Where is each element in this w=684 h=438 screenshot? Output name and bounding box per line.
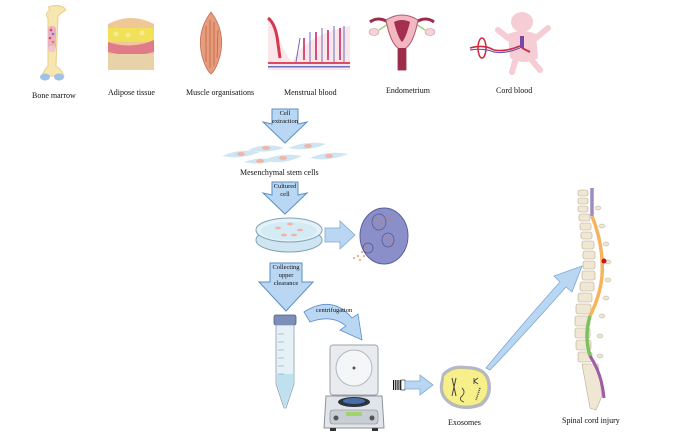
centrifuge-tube-icon (273, 314, 297, 409)
collecting-line1: Collecting (272, 264, 300, 271)
right-arrow (324, 220, 356, 250)
fetus-cord-icon (469, 12, 551, 75)
source-label-bone-marrow: Bone marrow (32, 91, 76, 100)
delivery-arrow (485, 265, 583, 371)
exosomes-label: Exosomes (448, 418, 481, 427)
cell-extraction-line2: extraction (272, 118, 298, 125)
collecting-line2: upper (278, 272, 294, 279)
bone-icon (40, 5, 67, 81)
source-label-cord-blood: Cord blood (496, 86, 533, 95)
source-label-menstrual-blood: Menstrual blood (284, 88, 337, 97)
uterus-icon (368, 14, 436, 71)
cultured-cell-line1: Cultured (273, 183, 297, 190)
secreting-cell-icon (353, 207, 409, 265)
mesenchymal-stem-cells-graphic (222, 142, 348, 164)
muscle-icon (199, 11, 223, 75)
spine-icon (574, 188, 612, 411)
exosome-icon (439, 365, 491, 409)
centrifugation-arrow (303, 304, 363, 341)
cell-extraction-line1: Cell (279, 110, 291, 117)
cell-extraction-arrow (261, 108, 309, 144)
collecting-label: Collecting upper clearance (262, 264, 310, 288)
menstrual-blood-icon (267, 16, 350, 70)
adipose-tissue-icon (108, 18, 154, 70)
cell-extraction-label: Cell extraction (264, 110, 306, 126)
spinal-cord-injury-label: Spinal cord injury (562, 416, 620, 425)
centrifuge-machine-icon (323, 344, 385, 431)
collecting-upper-clearance-arrow (257, 262, 315, 312)
cultured-cell-line2: cell (280, 191, 290, 198)
centrifugation-label: centrifugation (315, 307, 353, 314)
source-label-endometrium: Endometrium (386, 86, 430, 95)
collecting-line3: clearance (273, 280, 299, 287)
release-arrow (393, 374, 434, 396)
msc-label: Mesenchymal stem cells (240, 168, 319, 177)
source-label-muscle-organisations: Muscle organisations (186, 88, 255, 97)
cultured-cell-arrow (261, 181, 309, 215)
cultured-cell-label: Cultured cell (264, 183, 306, 199)
source-label-adipose-tissue: Adipose tissue (108, 88, 155, 97)
petri-dish-icon (255, 217, 323, 253)
